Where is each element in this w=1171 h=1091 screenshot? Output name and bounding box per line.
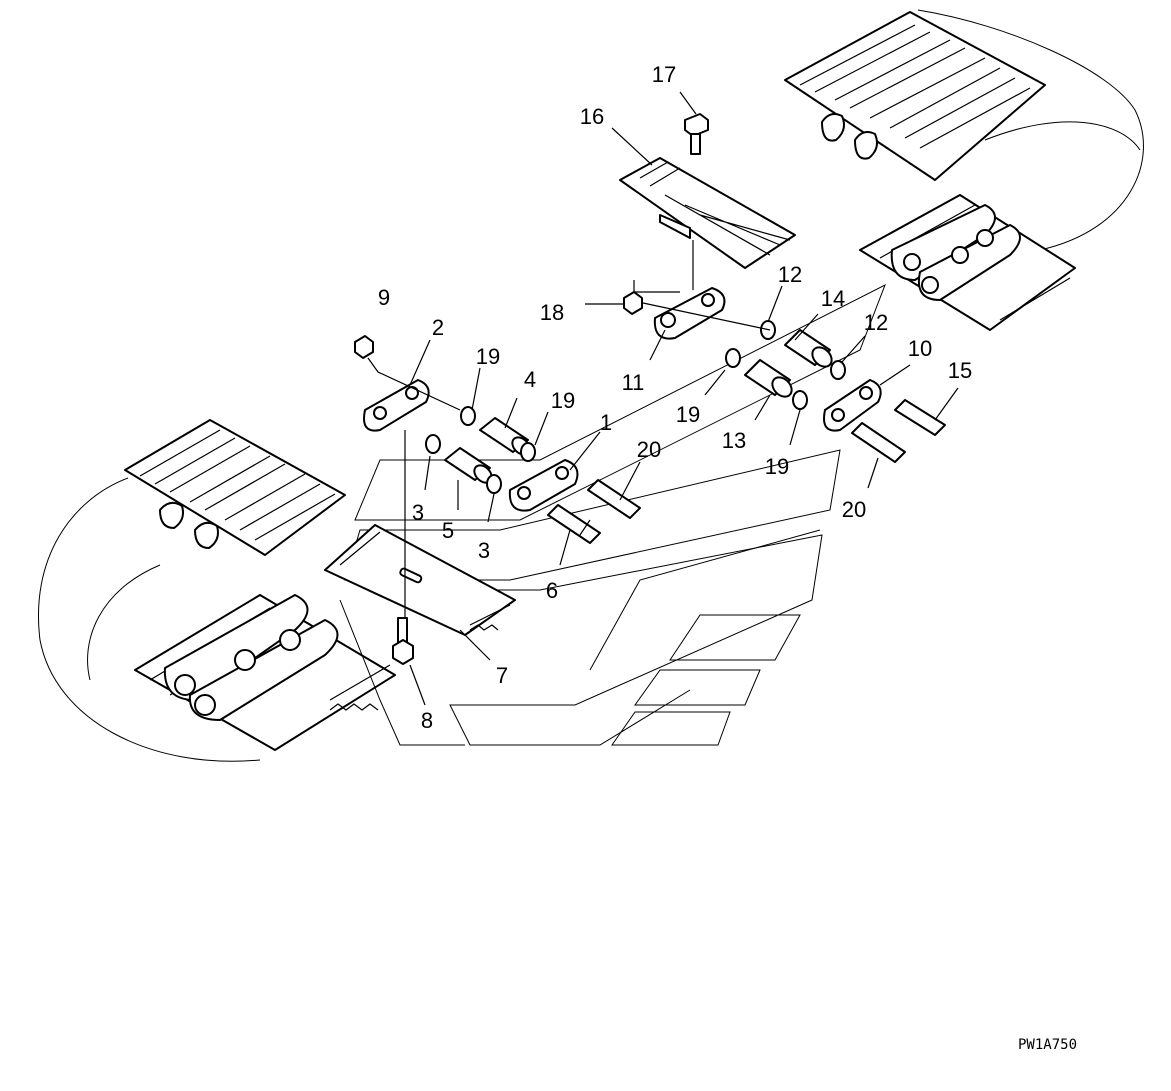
callout-18: 18 <box>540 300 564 325</box>
leader-lines <box>367 91 959 706</box>
nut-9 <box>354 335 374 359</box>
nut-18 <box>623 291 643 315</box>
callout-10: 10 <box>908 336 932 361</box>
callout-15: 15 <box>948 358 972 383</box>
seals <box>425 320 846 494</box>
callout-20-right: 20 <box>842 497 866 522</box>
link-10 <box>823 379 882 432</box>
callout-19-right: 19 <box>765 454 789 479</box>
callout-7: 7 <box>496 663 508 688</box>
callout-2: 2 <box>432 315 444 340</box>
link-2 <box>363 379 430 432</box>
callout-14: 14 <box>821 286 845 311</box>
callout-4: 4 <box>524 367 536 392</box>
callout-11: 11 <box>622 370 645 395</box>
callout-16: 16 <box>580 104 604 129</box>
drawing-code: PW1A750 <box>1018 1037 1077 1053</box>
bolt-8 <box>392 617 414 665</box>
callout-12-top: 12 <box>778 262 802 287</box>
callout-3-upper: 3 <box>412 500 424 525</box>
callouts: 17 16 12 18 14 12 10 15 11 19 13 19 20 2… <box>378 62 972 733</box>
callout-8: 8 <box>421 708 433 733</box>
callout-9: 9 <box>378 285 390 310</box>
callout-3-lower: 3 <box>478 538 490 563</box>
callout-19-left2: 19 <box>551 388 575 413</box>
callout-19-mid: 19 <box>676 402 700 427</box>
callout-19-left: 19 <box>476 344 500 369</box>
bolt-17 <box>684 113 709 155</box>
callout-1: 1 <box>600 410 612 435</box>
callout-12-right: 12 <box>864 310 888 335</box>
callout-17: 17 <box>652 62 676 87</box>
callout-6: 6 <box>546 578 558 603</box>
callout-5: 5 <box>442 518 454 543</box>
callout-20-left: 20 <box>637 437 661 462</box>
track-chain-lower-left <box>38 419 396 762</box>
link-1 <box>508 459 579 512</box>
shoe-plate-16 <box>619 157 796 269</box>
track-chain-upper-right <box>784 9 1144 331</box>
callout-13: 13 <box>722 428 746 453</box>
